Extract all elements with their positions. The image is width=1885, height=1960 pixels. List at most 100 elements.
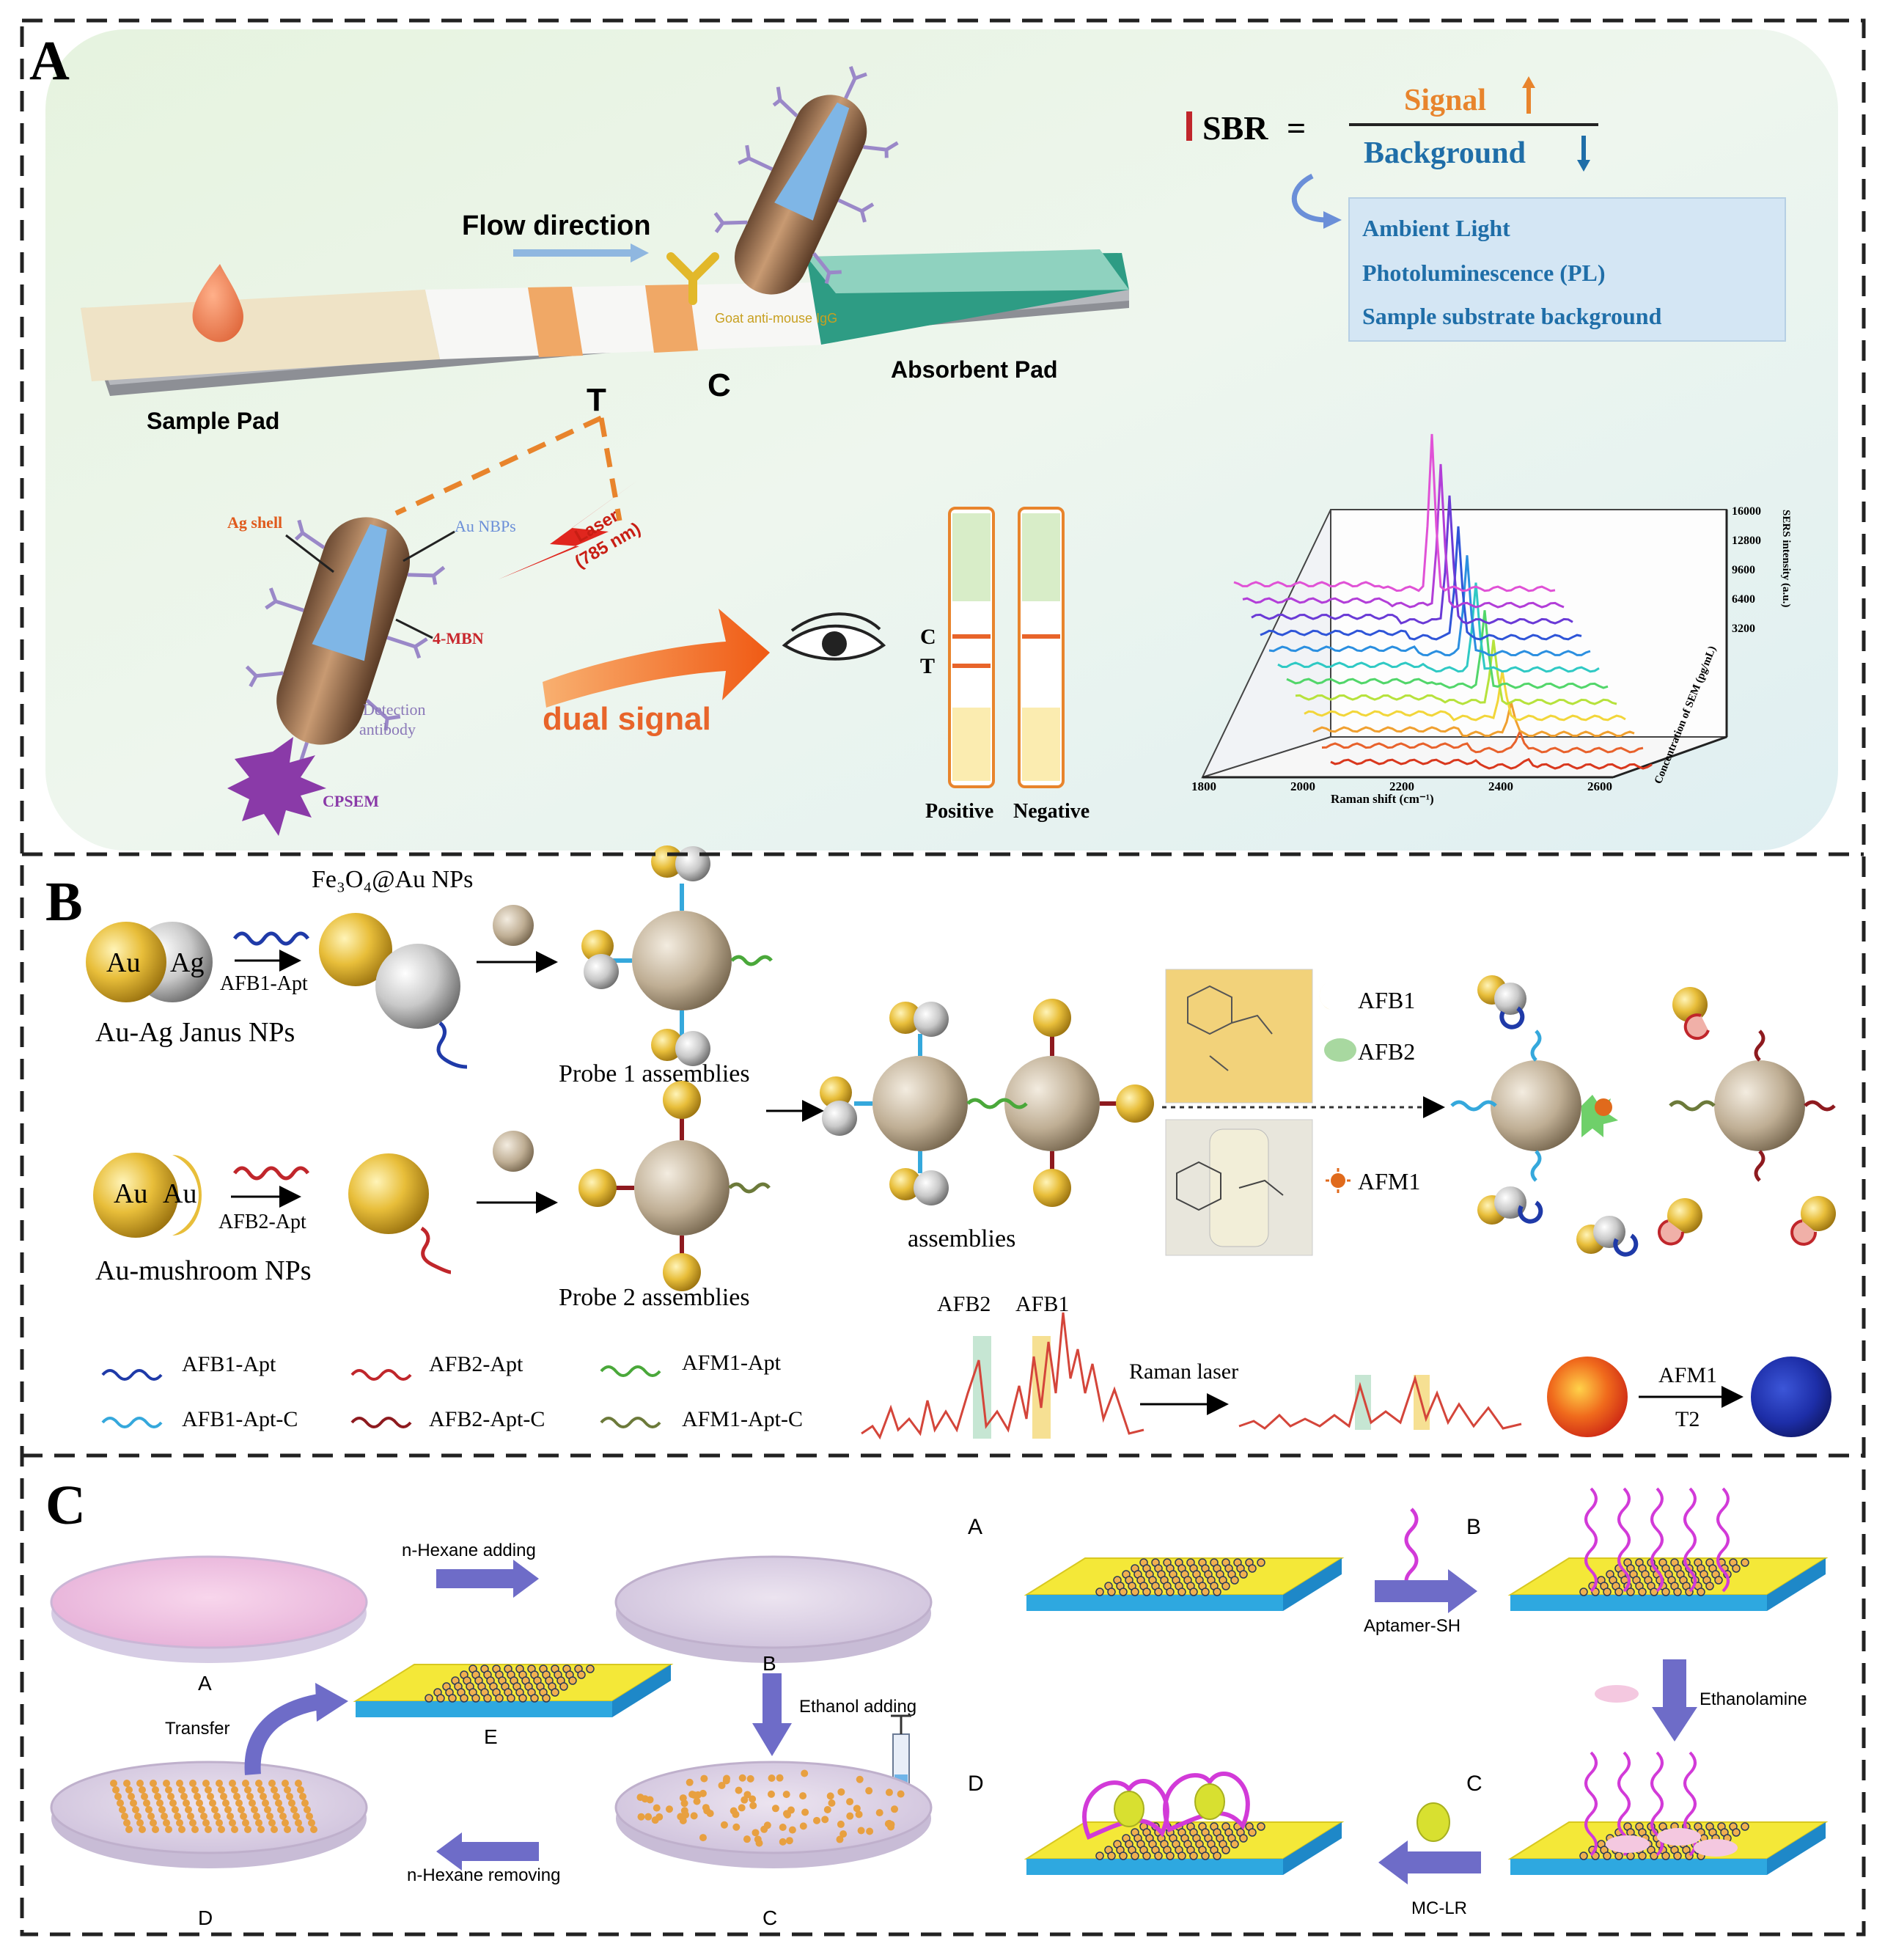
spectrum-trace [1233,433,1556,592]
nanoparticle [295,1780,302,1787]
nanoparticle [271,1786,278,1794]
legend-swatch [101,1369,163,1381]
au-mushroom-sphere [93,1153,178,1238]
aptamer-arrow [1375,1569,1477,1613]
nanoparticle [284,1786,291,1794]
substrate-e-label: E [484,1725,498,1748]
nanoparticle [253,1813,260,1820]
nanoparticle [897,1790,905,1798]
nanoparticle [776,1774,784,1782]
nanoparticle [735,1786,743,1794]
nanoparticle [231,1826,238,1833]
spectra-traces [1233,433,1653,770]
nanoparticle [846,1812,854,1820]
ethanolamine-blocker [1694,1839,1738,1857]
legend-label: AFB1-Apt [182,1352,276,1376]
nanoparticle [174,1813,181,1820]
raman-laser-label: Raman laser [1129,1359,1238,1384]
nanoparticle [191,1786,199,1794]
nanoparticle [249,1799,256,1807]
legend-label: AFB1-Apt-C [182,1407,298,1431]
nanoparticle [268,1780,276,1787]
raman-spectra-3d: 1800 2000 2200 2400 2600 Raman shift (cm… [1191,433,1792,806]
strip-c-label: C [920,625,936,649]
nanoparticle [273,1793,280,1800]
nanoparticle [771,1805,779,1813]
negative-c-line [1022,634,1060,639]
nanoparticle [655,1813,664,1821]
y-axis-label: SERS intensity (a.u.) [1780,510,1792,607]
ag-label: Ag [170,947,204,978]
nanoparticle [112,1786,120,1794]
capture-antibody-icon [666,252,719,305]
dish-d-label: D [198,1906,213,1929]
nanoparticle [700,1774,708,1783]
cpsem-antigen-icon [227,737,326,836]
nanoparticle [293,1813,300,1820]
nanoparticle [136,1819,144,1827]
nanoparticle [836,1835,844,1843]
nanoparticle [119,1806,126,1813]
mri-dark-dot [1751,1357,1831,1437]
nanoparticle [202,1780,210,1787]
panel-a-letter: A [29,30,70,92]
nanoparticle [826,1792,834,1800]
nanoparticle [229,1819,236,1827]
hexane-removing-label: n-Hexane removing [407,1865,560,1885]
y-tick: 9600 [1732,564,1755,576]
strip-t-label: T [920,654,935,678]
nanoparticle [121,1813,128,1820]
nanoparticle [875,1809,883,1817]
combined-assemblies [820,999,1154,1207]
dish-d [50,1761,368,1868]
nanoparticle [152,1786,159,1794]
janus-label: Au-Ag Janus NPs [95,1017,295,1048]
nanoparticle [266,1813,273,1820]
au-label-2: Au [163,1178,196,1209]
nanoparticle [853,1805,861,1813]
background-source: Ambient Light [1362,215,1510,241]
panel-c: C A n-Hexane adding B Ethanol adding C [45,1475,1829,1929]
particle-array [1579,1558,1749,1596]
nanoparticle [244,1786,251,1794]
au-nbp-core [774,102,850,221]
transfer-arrow [244,1693,324,1775]
nanoparticle [799,1822,807,1830]
nanoparticle [699,1789,707,1797]
nanoparticle [191,1826,199,1833]
t2-label: T2 [1675,1407,1700,1431]
substrate [1507,1557,1829,1611]
sbr-label: SBR [1202,109,1268,147]
legend-label: AFM1-Apt [682,1351,782,1375]
sbr-equals: = [1287,109,1306,147]
dish-b [614,1555,933,1663]
nanoparticle [196,1799,203,1807]
nanoparticle [262,1799,269,1807]
nanoparticle [799,1792,807,1800]
nanoparticle [856,1775,864,1783]
nanoparticle [260,1793,267,1800]
au-sphere [86,922,166,1002]
nanoparticle [185,1806,192,1813]
nanoparticle [785,1837,793,1845]
step-c-label: C [1466,1772,1482,1796]
mushroom-label: Au-mushroom NPs [95,1255,312,1286]
y-tick: 16000 [1732,505,1761,518]
lateral-flow-strip [81,249,1129,396]
nanoparticle [213,1813,221,1820]
nanoparticle [187,1813,194,1820]
mc-lr-icon [1416,1802,1450,1842]
nanoparticle [207,1793,214,1800]
nanoparticle [165,1826,172,1833]
nanoparticle [123,1780,131,1787]
afb-powder-photo [1165,969,1313,1104]
nanoparticle [688,1791,697,1799]
nanoparticle [154,1793,161,1800]
raman-spectrum-after [1238,1374,1522,1430]
nanoparticle [885,1819,893,1827]
spectrum-trace [1242,463,1565,609]
aptamer-strands [1584,1487,1730,1593]
nanoparticle [732,1810,740,1818]
nanoparticle [723,1774,731,1783]
nanoparticle [238,1806,245,1813]
